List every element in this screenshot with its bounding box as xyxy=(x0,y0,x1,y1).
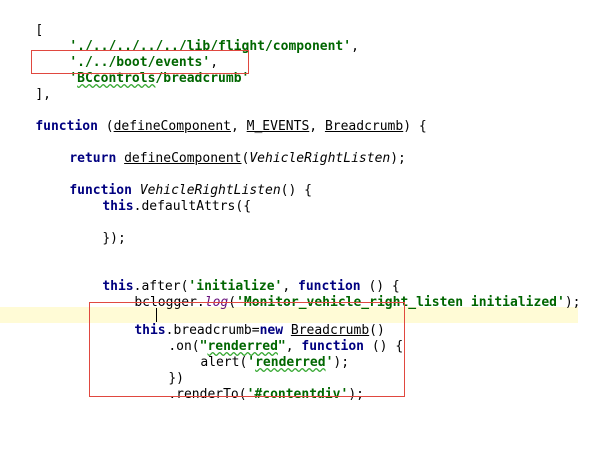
spellcheck-word: renderred xyxy=(207,339,278,354)
code-line-4: 'BCcontrols/breadcrumb' xyxy=(69,71,250,86)
parameter: Breadcrumb xyxy=(324,119,404,134)
parameter: M_EVENTS xyxy=(246,119,310,134)
keyword: function xyxy=(69,183,132,198)
code-line-5: ], xyxy=(35,87,51,102)
function-name: VehicleRightListen xyxy=(139,183,281,198)
code-line-18: bclogger.log('Monitor_vehicle_right_list… xyxy=(134,295,581,310)
code-line-1: [ xyxy=(35,23,44,38)
code-line-21: .on("renderred", function () { xyxy=(168,339,404,354)
code-line-12: this.defaultAttrs({ xyxy=(102,199,252,214)
text-caret xyxy=(156,308,157,322)
code-line-3: './../boot/events', xyxy=(69,55,219,70)
current-line-highlight xyxy=(0,307,578,323)
keyword: this xyxy=(134,323,166,338)
string-literal: 'initialize' xyxy=(188,279,283,294)
keyword: this xyxy=(102,199,134,214)
code-line-22: alert('renderred'); xyxy=(200,355,350,370)
annotation-box-breadcrumb xyxy=(89,302,405,397)
code-line-11: function VehicleRightListen() { xyxy=(69,183,312,198)
code-line-7: function (defineComponent, M_EVENTS, Bre… xyxy=(35,119,427,134)
code-line-17: this.after('initialize', function () { xyxy=(102,279,400,294)
code-line-24: .renderTo('#contentdiv'); xyxy=(168,387,364,402)
annotation-box-import xyxy=(31,50,249,74)
function-call: defineComponent xyxy=(124,151,242,166)
spellcheck-word: BCcontrols xyxy=(77,71,156,86)
keyword: return xyxy=(69,151,117,166)
property-name: breadcrumb xyxy=(173,323,252,338)
string-literal: 'Monitor_vehicle_right_listen initialize… xyxy=(236,295,565,310)
parameter: defineComponent xyxy=(113,119,231,134)
keyword: function xyxy=(298,279,361,294)
code-line-14: }); xyxy=(102,231,126,246)
keyword: this xyxy=(102,279,134,294)
keyword: function xyxy=(35,119,98,134)
keyword: function xyxy=(301,339,365,354)
string-literal: '#contentdiv' xyxy=(246,387,349,402)
method-name: defaultAttrs xyxy=(141,199,236,214)
code-line-27: }); xyxy=(71,443,126,457)
function-reference: VehicleRightListen xyxy=(249,151,391,166)
code-line-23: }) xyxy=(168,371,184,386)
code-line-9: return defineComponent(VehicleRightListe… xyxy=(69,151,406,166)
code-line-2: './../../../../lib/flight/component', xyxy=(69,39,359,54)
spellcheck-word: renderred xyxy=(255,355,326,370)
method-name: after xyxy=(141,279,181,294)
keyword: new xyxy=(259,323,284,338)
string-literal: './../boot/events' xyxy=(69,55,211,70)
code-line-20: this.breadcrumb=new Breadcrumb() xyxy=(134,323,385,338)
class-reference: Breadcrumb xyxy=(290,323,370,338)
